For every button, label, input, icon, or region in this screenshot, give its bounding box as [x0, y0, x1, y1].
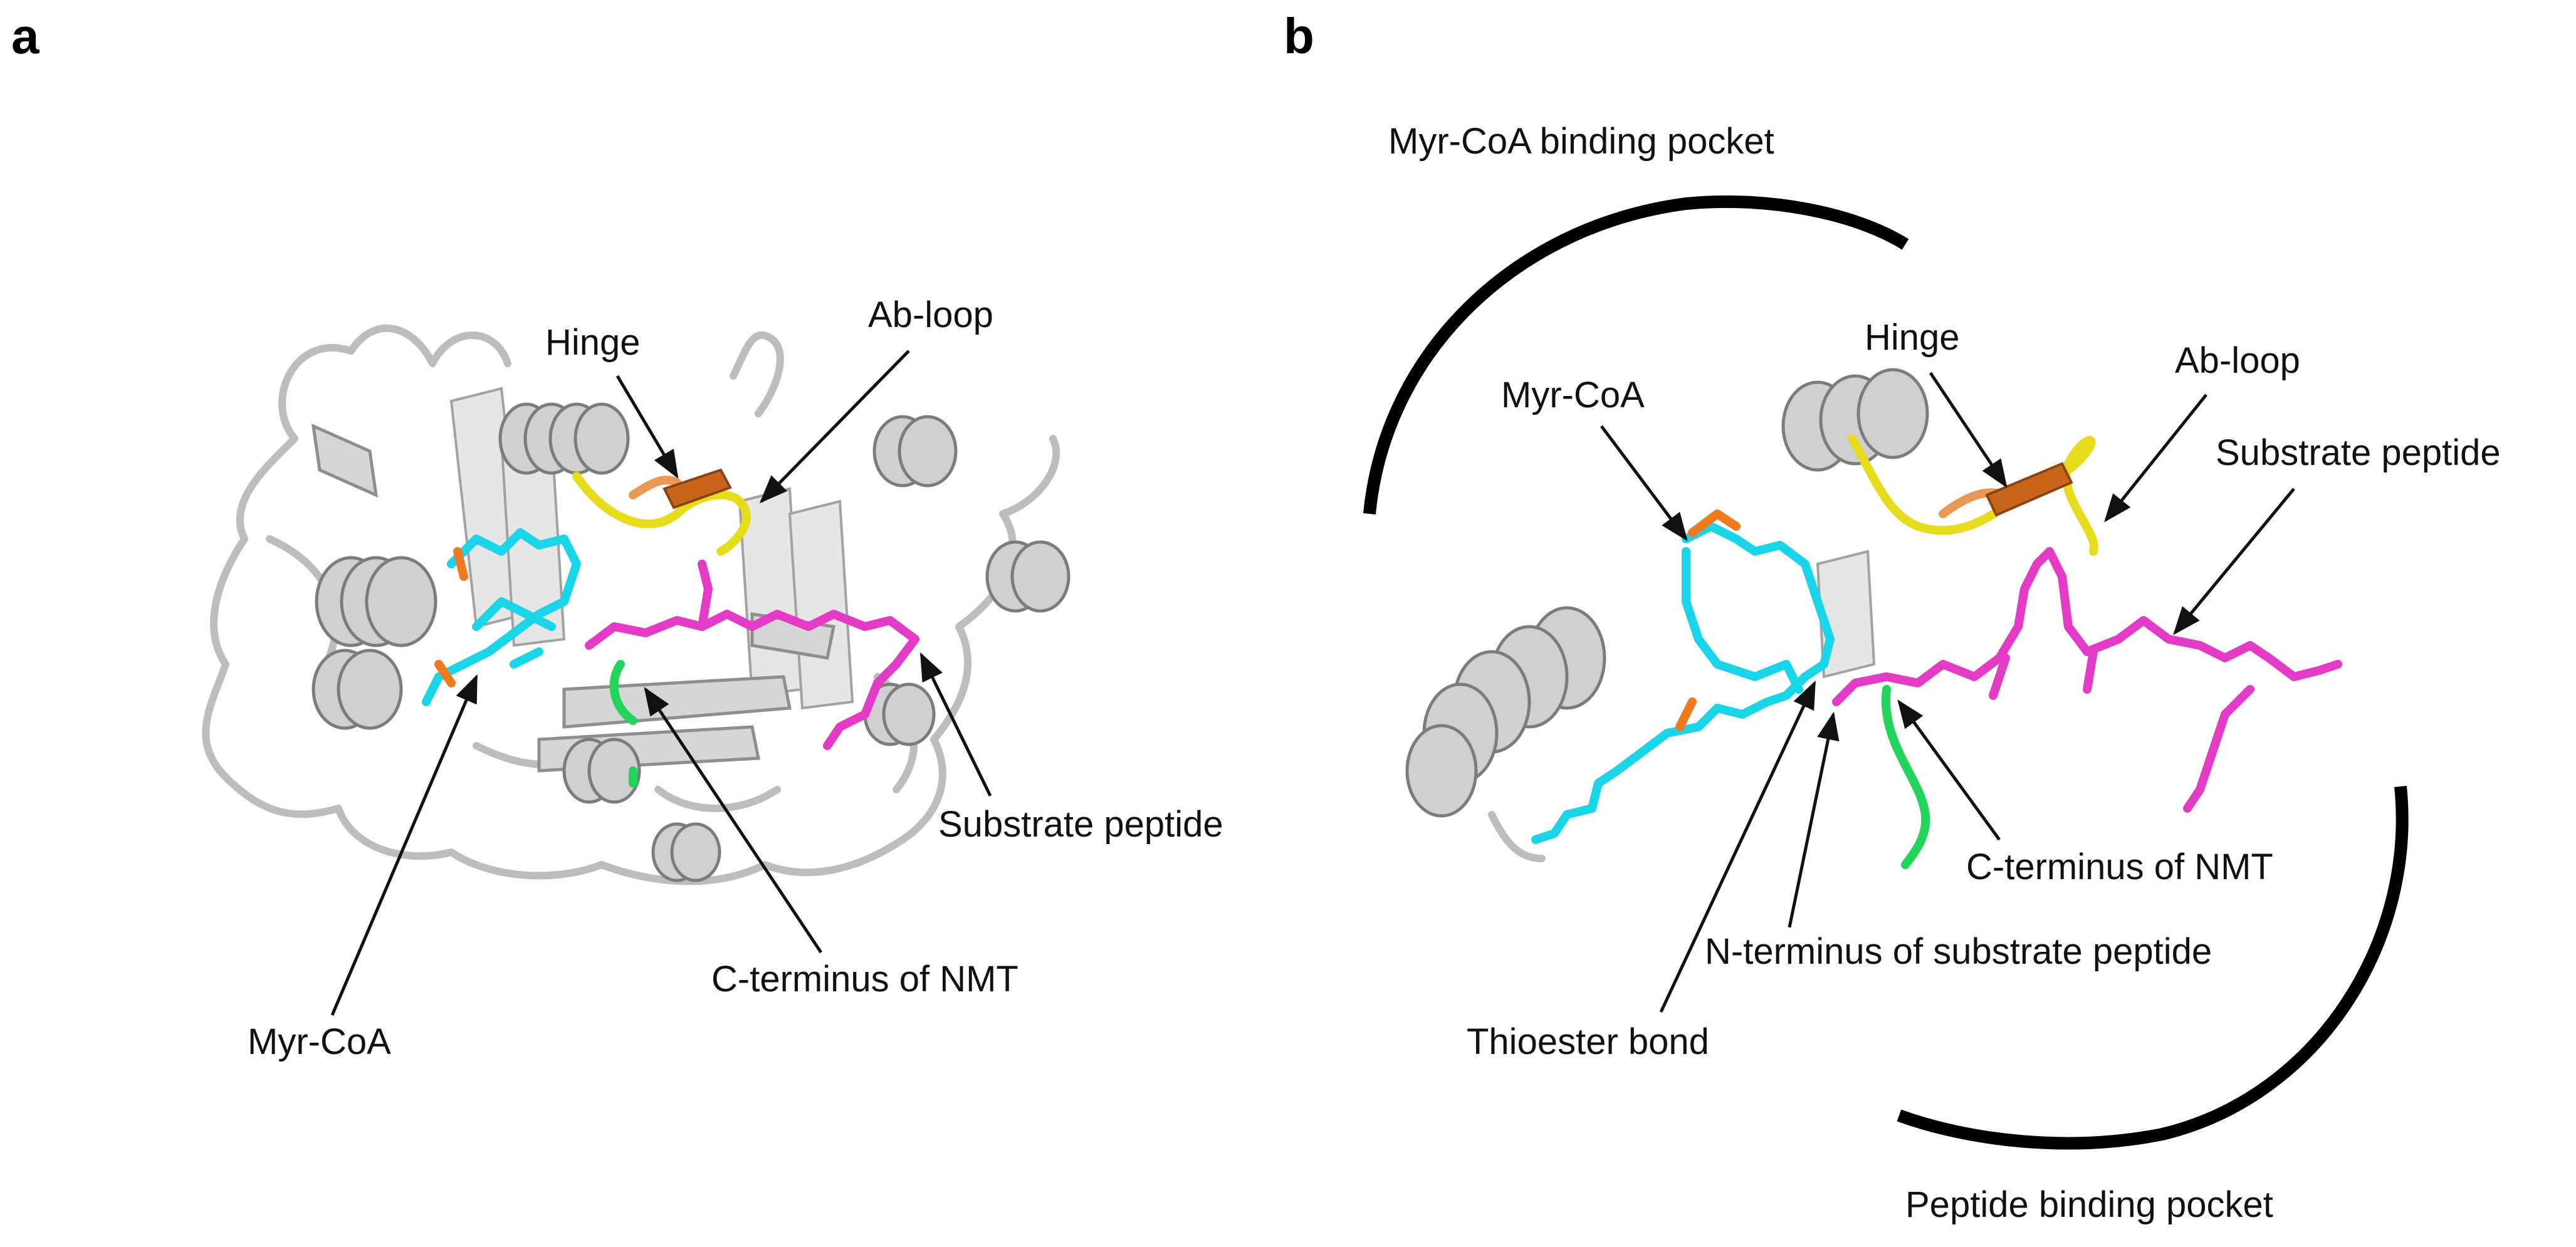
hinge-arrow-b	[1929, 372, 2008, 488]
myr-coa-sticks-b-2	[1682, 547, 1803, 694]
c-terminus-arrow-b	[1897, 699, 2001, 841]
thioester-arrow-b	[1659, 680, 1816, 1013]
substrate-peptide-sticks-b	[1832, 547, 2342, 706]
hinge-arrow-a	[615, 375, 679, 479]
hinge-strand-a	[662, 468, 732, 509]
ab-loop-label-b: Ab-loop	[2175, 340, 2300, 381]
n-terminus-arrow-b	[1788, 711, 1840, 928]
coil-b	[1488, 811, 1546, 862]
c-terminus-label-b: C-terminus of NMT	[1966, 847, 2273, 887]
hinge-strand-b	[1985, 462, 2073, 517]
myr-coa-phosphate-a	[434, 547, 468, 687]
c-terminus-label-a: C-terminus of NMT	[711, 959, 1018, 999]
myr-coa-sticks-a	[422, 528, 581, 706]
ab-loop-label-a: Ab-loop	[868, 295, 993, 335]
substrate-peptide-branch-b-2	[1989, 647, 2098, 700]
myr-coa-sticks-b	[1531, 522, 1835, 844]
c-terminus-a	[609, 660, 637, 725]
c-terminus-arrow-a	[644, 687, 823, 954]
hinge-label-b: Hinge	[1865, 317, 1960, 358]
myr-coa-sticks-a-2	[472, 597, 556, 669]
ab-loop-arrow-b	[2104, 394, 2207, 523]
substrate-peptide-label-a: Substrate peptide	[938, 804, 1223, 845]
substrate-peptide-arrow-a	[919, 652, 992, 797]
substrate-peptide-branch-a	[698, 560, 713, 631]
substrate-peptide-branch-b	[2183, 685, 2254, 813]
n-terminus-label-b: N-terminus of substrate peptide	[1705, 931, 2212, 972]
myr-coa-phosphate-b	[1675, 509, 1741, 731]
myr-coa-label-b: Myr-CoA	[1501, 375, 1645, 415]
ab-loop-arrow-a	[759, 350, 910, 504]
myr-coa-arrow-b	[1600, 425, 1688, 541]
substrate-peptide-arrow-b	[2173, 488, 2295, 635]
panel-b: b Myr-CoA binding	[1284, 8, 2501, 1225]
panel-b-letter: b	[1284, 8, 1314, 64]
protein-structure-a	[202, 324, 1071, 885]
thioester-label-b: Thioester bond	[1467, 1021, 1709, 1062]
myr-coa-label-a: Myr-CoA	[248, 1021, 391, 1062]
peptide-pocket-arc	[1897, 785, 2409, 1150]
panel-a-letter: a	[11, 8, 39, 64]
protein-structure-b	[1405, 368, 1929, 818]
myr-coa-arrow-a	[330, 674, 478, 1016]
hinge-coil-a	[629, 476, 681, 499]
myr-coa-pocket-label: Myr-CoA binding pocket	[1388, 121, 1774, 162]
substrate-peptide-label-b: Substrate peptide	[2216, 432, 2501, 473]
c-terminus-b	[1881, 685, 1930, 869]
peptide-pocket-label: Peptide binding pocket	[1905, 1184, 2273, 1225]
substrate-peptide-sticks-a	[585, 610, 919, 750]
hinge-label-a: Hinge	[545, 322, 641, 363]
myr-coa-pocket-arc	[1363, 195, 1909, 514]
panel-a: a	[11, 8, 1223, 1062]
